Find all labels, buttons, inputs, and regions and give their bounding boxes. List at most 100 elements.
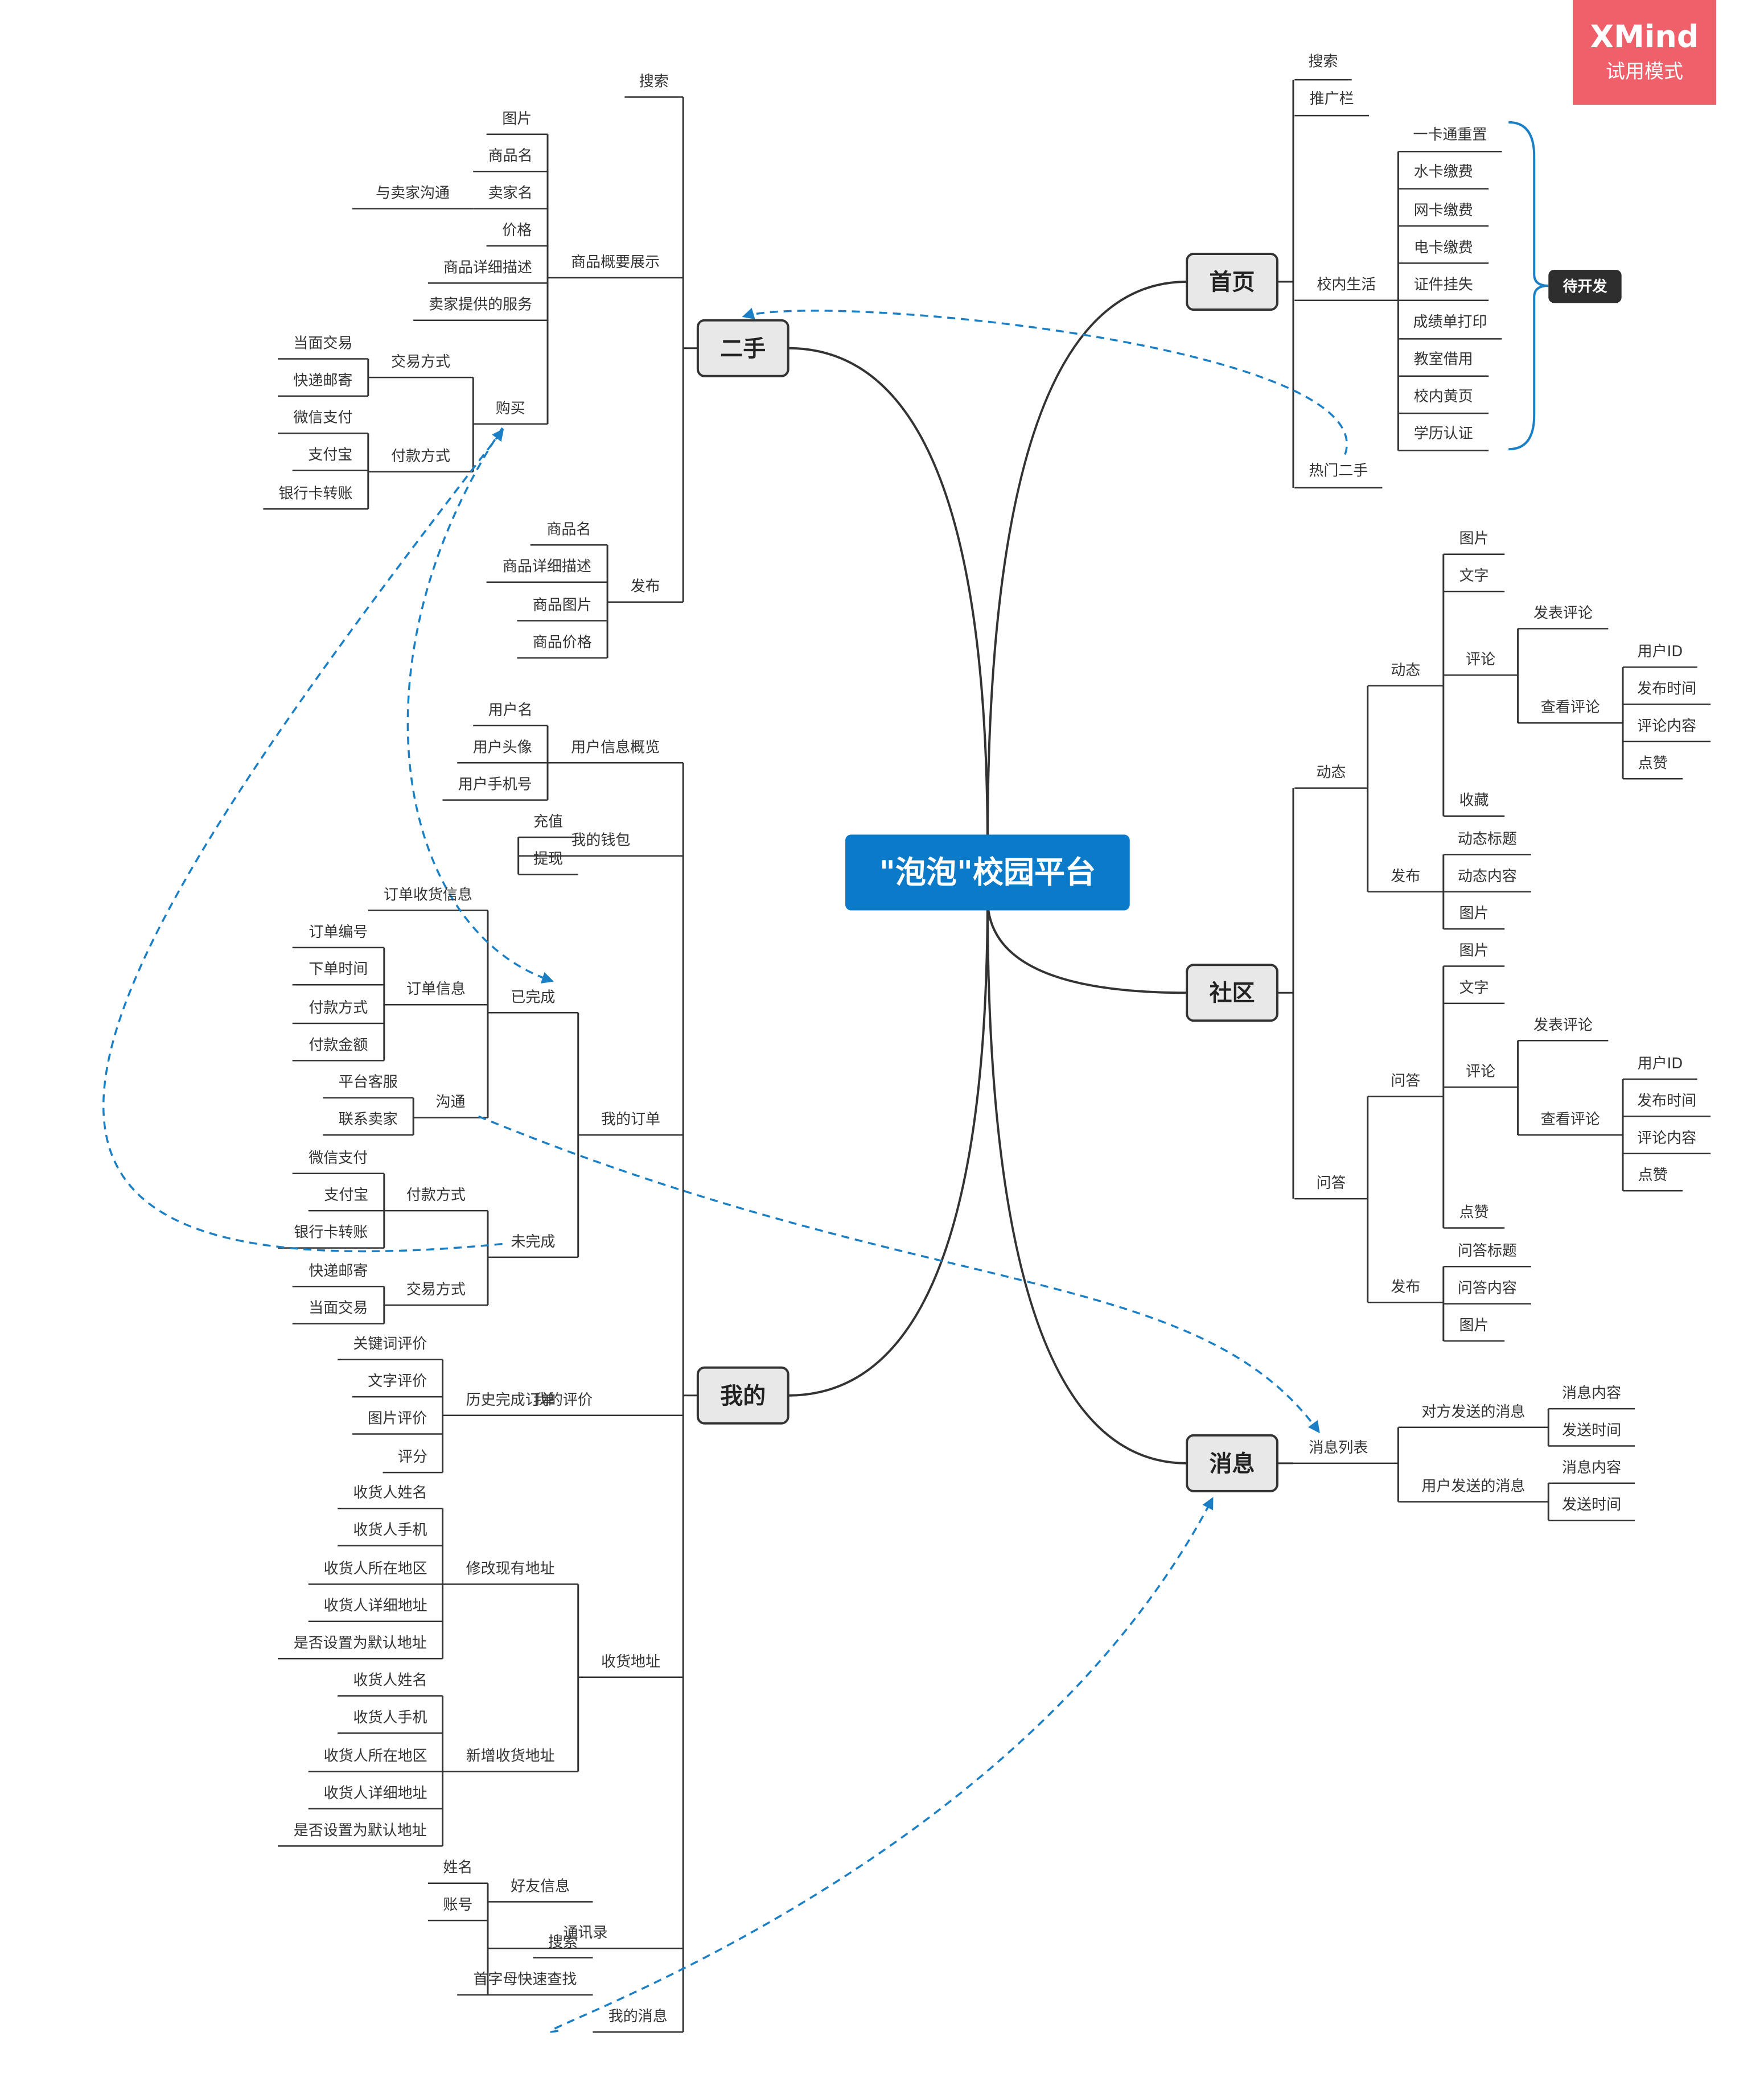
central-topic-box[interactable] <box>845 834 1130 911</box>
node-y_up2[interactable]: 支付宝 <box>324 1187 368 1204</box>
node-s_o_service[interactable]: 卖家提供的服务 <box>429 297 532 314</box>
node-c_qp1[interactable]: 问答标题 <box>1458 1242 1517 1260</box>
node-y_orders[interactable]: 我的订单 <box>601 1111 660 1128</box>
node-y_i1[interactable]: 用户名 <box>488 702 533 719</box>
node-s_o_price[interactable]: 价格 <box>502 222 532 239</box>
node-c_dd_post[interactable]: 发表评论 <box>1533 604 1593 622</box>
summary-topic[interactable]: 待开发 <box>1548 270 1622 303</box>
node-y_eval[interactable]: 我的评价 <box>533 1392 593 1409</box>
node-y_ut1[interactable]: 快递邮寄 <box>309 1262 368 1279</box>
node-y_c_index[interactable]: 首字母快速查找 <box>473 1971 577 1988</box>
node-s_b_t1[interactable]: 当面交易 <box>293 335 352 352</box>
node-y_n2[interactable]: 收货人手机 <box>353 1709 427 1726</box>
node-y_di1[interactable]: 订单编号 <box>309 924 368 941</box>
node-c_dd_view[interactable]: 查看评论 <box>1541 699 1600 716</box>
node-m_user[interactable]: 用户发送的消息 <box>1421 1478 1525 1495</box>
node-c_dd_v3[interactable]: 评论内容 <box>1637 718 1696 735</box>
node-s_p4[interactable]: 商品价格 <box>533 634 592 651</box>
node-h_l7[interactable]: 教室借用 <box>1414 351 1473 368</box>
node-c_qa[interactable]: 问答 <box>1316 1175 1346 1192</box>
node-c_qq_txt[interactable]: 文字 <box>1459 980 1489 997</box>
node-s_b_p1[interactable]: 微信支付 <box>293 409 352 426</box>
node-m_o1[interactable]: 消息内容 <box>1562 1385 1621 1402</box>
node-h_l6[interactable]: 成绩单打印 <box>1413 314 1487 331</box>
node-h_l3[interactable]: 网卡缴费 <box>1414 202 1473 219</box>
node-m_u1[interactable]: 消息内容 <box>1562 1459 1621 1476</box>
node-y_m1[interactable]: 收货人姓名 <box>353 1484 427 1501</box>
node-y_new[interactable]: 新增收货地址 <box>466 1748 555 1765</box>
node-y_done[interactable]: 已完成 <box>511 989 555 1006</box>
node-y_c_search[interactable]: 搜索 <box>548 1933 578 1951</box>
node-m_other[interactable]: 对方发送的消息 <box>1421 1404 1525 1421</box>
node-y_i3[interactable]: 用户手机号 <box>458 776 532 793</box>
node-y_m4[interactable]: 收货人详细地址 <box>324 1598 427 1615</box>
node-y_friend[interactable]: 好友信息 <box>511 1878 570 1895</box>
node-y_n1[interactable]: 收货人姓名 <box>353 1672 427 1689</box>
central-topic-label[interactable]: "泡泡"校园平台 <box>879 854 1096 890</box>
node-y_dc1[interactable]: 平台客服 <box>339 1074 398 1091</box>
node-y_addr[interactable]: 收货地址 <box>601 1653 660 1671</box>
node-y_u_pay[interactable]: 付款方式 <box>406 1187 466 1204</box>
node-s_publish[interactable]: 发布 <box>631 578 660 595</box>
node-h_search[interactable]: 搜索 <box>1308 53 1338 70</box>
node-y_d_comm[interactable]: 沟通 <box>436 1094 466 1111</box>
node-c_dd_v2[interactable]: 发布时间 <box>1637 681 1696 698</box>
node-c_dp3[interactable]: 图片 <box>1459 905 1489 922</box>
node-m_list[interactable]: 消息列表 <box>1309 1439 1368 1457</box>
node-c_dp1[interactable]: 动态标题 <box>1458 830 1517 847</box>
node-h_l2[interactable]: 水卡缴费 <box>1414 163 1473 180</box>
node-y_contacts[interactable]: 通讯录 <box>564 1924 608 1941</box>
node-y_h3[interactable]: 图片评价 <box>368 1410 427 1427</box>
node-c_dd_img[interactable]: 图片 <box>1459 530 1489 548</box>
node-y_d_addr[interactable]: 订单收货信息 <box>384 886 472 903</box>
node-h_hot[interactable]: 热门二手 <box>1309 463 1368 480</box>
node-h_l4[interactable]: 电卡缴费 <box>1414 239 1473 256</box>
node-c_qq_like[interactable]: 点赞 <box>1459 1204 1489 1221</box>
node-s_p3[interactable]: 商品图片 <box>533 596 592 614</box>
node-y_m2[interactable]: 收货人手机 <box>353 1522 427 1539</box>
node-y_info[interactable]: 用户信息概览 <box>571 739 660 756</box>
node-y_dc2[interactable]: 联系卖家 <box>339 1111 398 1128</box>
node-c_dd_cmt[interactable]: 评论 <box>1466 651 1495 668</box>
node-h_l5[interactable]: 证件挂失 <box>1414 277 1473 294</box>
main-topic-secondhand[interactable]: 二手 <box>696 319 790 377</box>
node-c_qq_v3[interactable]: 评论内容 <box>1637 1130 1696 1147</box>
node-s_o_img[interactable]: 图片 <box>502 110 532 127</box>
node-y_up1[interactable]: 微信支付 <box>309 1150 368 1167</box>
node-y_h4[interactable]: 评分 <box>398 1449 427 1466</box>
node-s_o_name[interactable]: 商品名 <box>488 147 533 164</box>
node-m_o2[interactable]: 发送时间 <box>1562 1422 1621 1439</box>
node-c_d_pub[interactable]: 发布 <box>1391 868 1420 885</box>
node-c_qq_v1[interactable]: 用户ID <box>1638 1055 1683 1072</box>
node-c_qq_cmt[interactable]: 评论 <box>1466 1063 1495 1080</box>
node-m_u2[interactable]: 发送时间 <box>1562 1496 1621 1513</box>
node-h_l9[interactable]: 学历认证 <box>1414 425 1473 442</box>
main-topic-community[interactable]: 社区 <box>1186 964 1278 1022</box>
node-c_dd_fav[interactable]: 收藏 <box>1459 792 1489 809</box>
node-s_p2[interactable]: 商品详细描述 <box>503 558 591 575</box>
node-c_qq_view[interactable]: 查看评论 <box>1541 1111 1600 1128</box>
node-y_up3[interactable]: 银行卡转账 <box>294 1224 368 1241</box>
node-y_msgs[interactable]: 我的消息 <box>608 2008 668 2025</box>
node-c_dyn[interactable]: 动态 <box>1316 764 1346 781</box>
node-y_h1[interactable]: 关键词评价 <box>353 1336 427 1353</box>
node-y_d_info[interactable]: 订单信息 <box>406 981 466 998</box>
node-c_qp2[interactable]: 问答内容 <box>1458 1280 1517 1297</box>
node-c_qq_v4[interactable]: 点赞 <box>1638 1167 1668 1184</box>
node-c_dd_txt[interactable]: 文字 <box>1459 567 1489 585</box>
node-y_m5[interactable]: 是否设置为默认地址 <box>294 1635 427 1652</box>
node-s_overview[interactable]: 商品概要展示 <box>571 254 660 271</box>
node-y_u_trade[interactable]: 交易方式 <box>406 1281 466 1298</box>
node-y_undone[interactable]: 未完成 <box>511 1233 555 1250</box>
node-s_b_t2[interactable]: 快递邮寄 <box>293 372 352 389</box>
main-topic-mine[interactable]: 我的 <box>696 1366 790 1425</box>
node-y_h2[interactable]: 文字评价 <box>368 1373 427 1390</box>
node-h_life[interactable]: 校内生活 <box>1317 277 1376 294</box>
node-s_p1[interactable]: 商品名 <box>546 521 591 538</box>
node-y_m3[interactable]: 收货人所在地区 <box>324 1560 427 1577</box>
node-y_n3[interactable]: 收货人所在地区 <box>324 1748 427 1765</box>
node-s_b_trade[interactable]: 交易方式 <box>391 353 450 371</box>
node-s_o_desc[interactable]: 商品详细描述 <box>443 259 532 276</box>
node-s_b_p2[interactable]: 支付宝 <box>308 447 352 464</box>
node-y_w1[interactable]: 充值 <box>533 813 563 830</box>
